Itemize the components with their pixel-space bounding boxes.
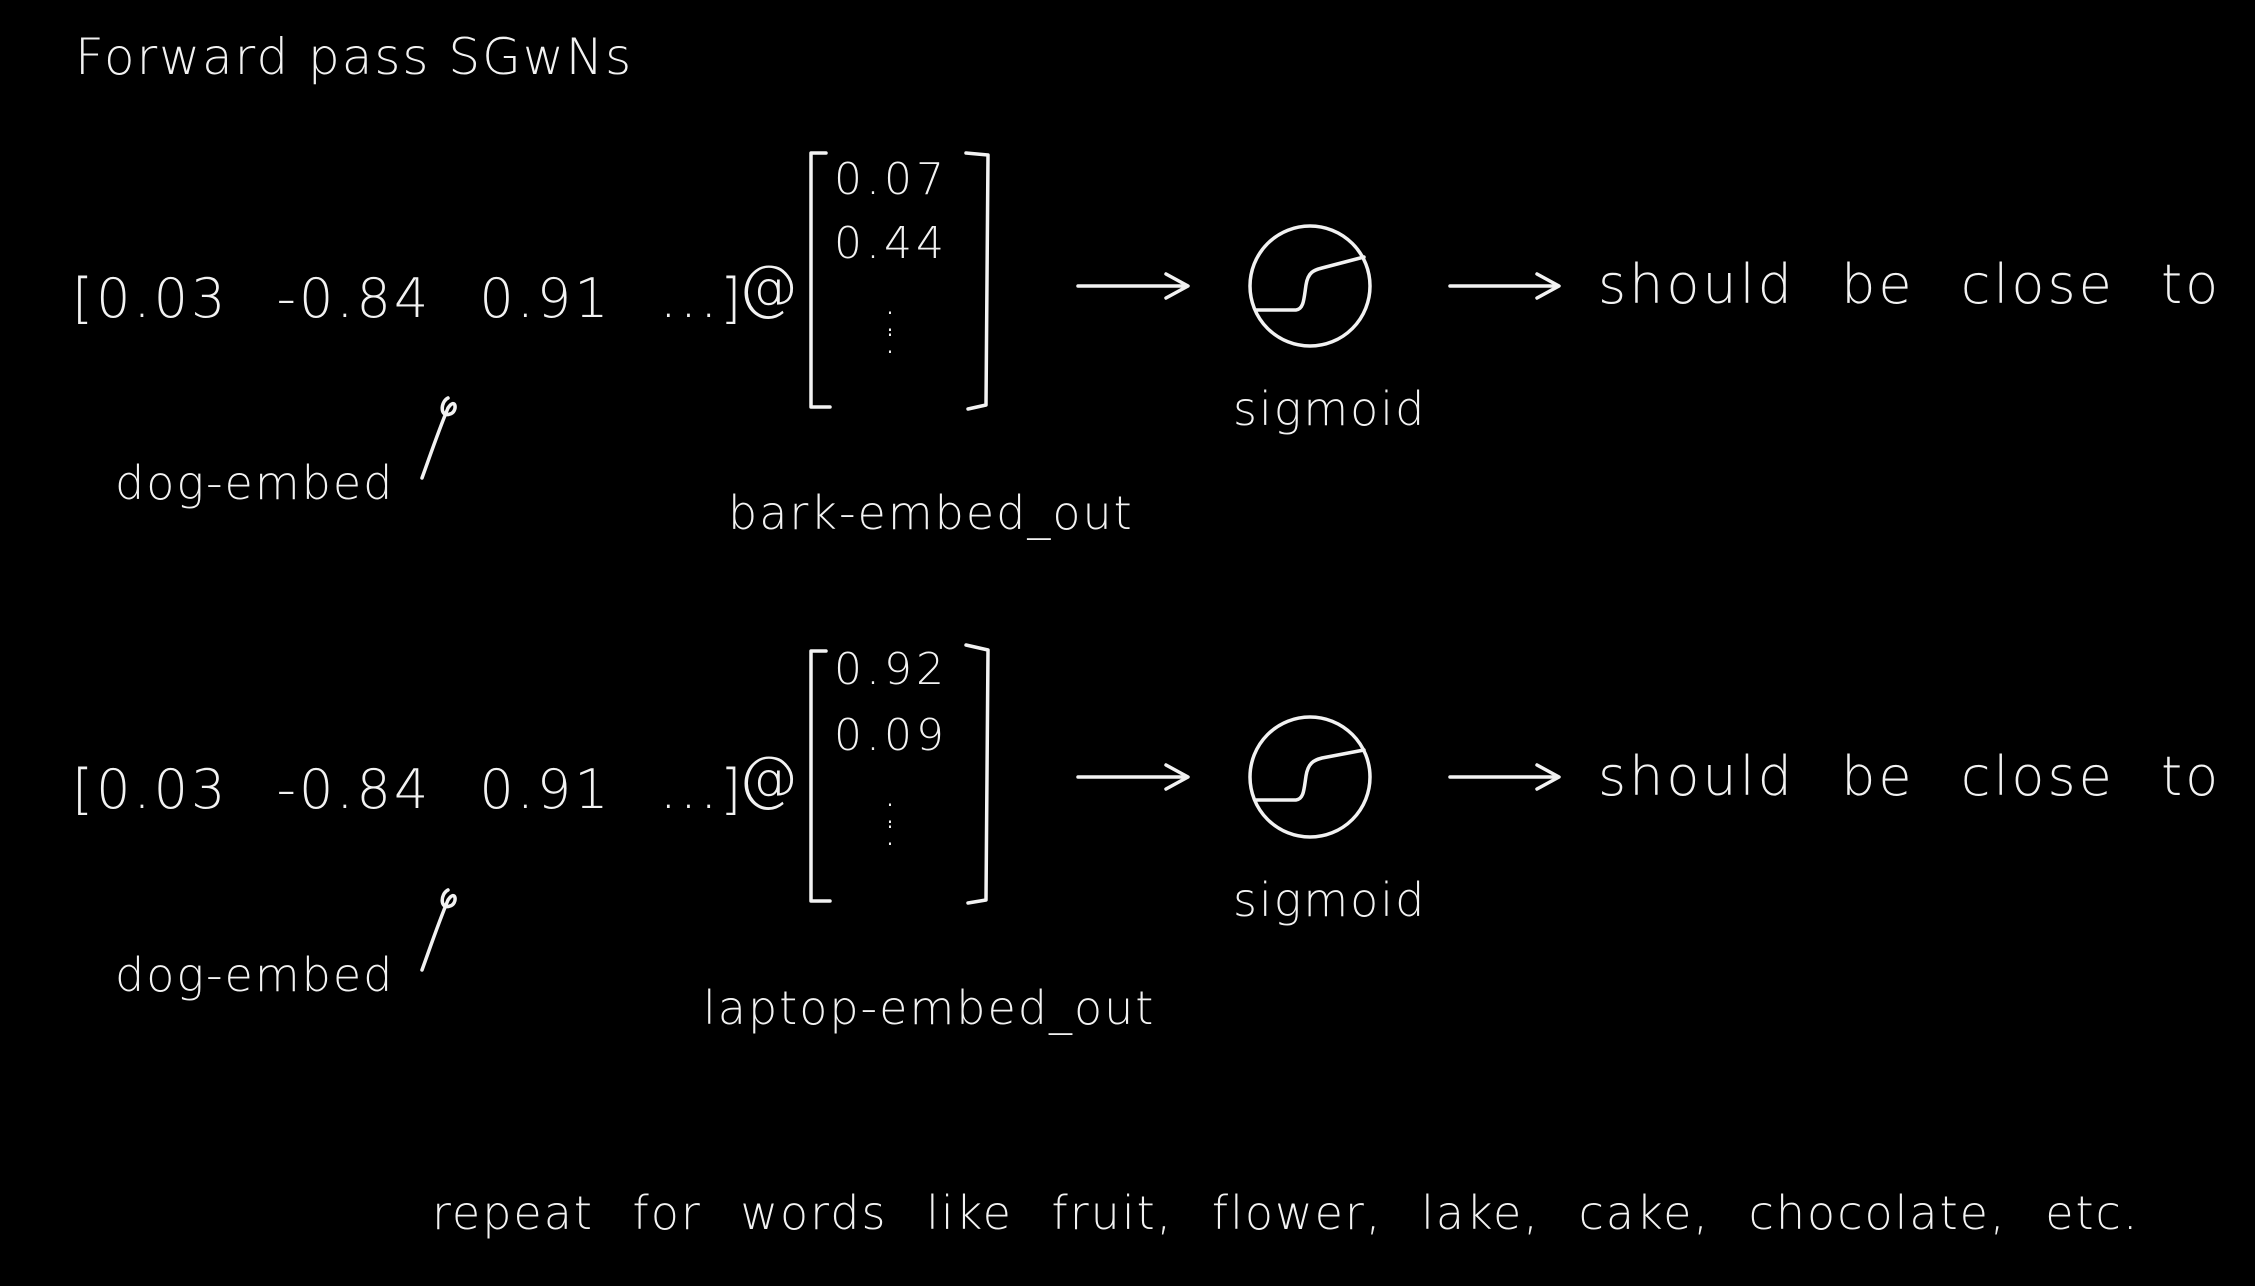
matrix-1-left-bracket xyxy=(809,151,832,409)
arrow-to-sigmoid-2 xyxy=(1076,763,1190,791)
matmul-operator-2: @ xyxy=(738,744,798,814)
matrix-2-left-bracket xyxy=(809,649,832,903)
arrow-to-result-2 xyxy=(1448,763,1561,791)
matrix-2-right-bracket xyxy=(964,643,990,905)
pointer-squiggle-2 xyxy=(420,888,457,972)
footer-note: repeat for words like fruit, flower, lak… xyxy=(432,1186,2140,1240)
sigmoid-icon-1 xyxy=(1248,224,1372,348)
arrow-to-result-1 xyxy=(1448,272,1561,300)
sigmoid-icon-2 xyxy=(1248,715,1372,839)
input-label-2: dog-embed xyxy=(115,948,395,1002)
matrix-1-value-1: 0.07 xyxy=(834,154,948,205)
matrix-2-value-1: 0.92 xyxy=(834,644,948,695)
matrix-1-value-2: 0.44 xyxy=(834,218,948,269)
diagram-title: Forward pass SGwNs xyxy=(75,28,634,86)
activation-label-1: sigmoid xyxy=(1233,382,1427,436)
result-text-1: should be close to 1 xyxy=(1598,253,2255,316)
matmul-operator-1: @ xyxy=(738,253,798,323)
input-label-1: dog-embed xyxy=(115,456,395,510)
activation-label-2: sigmoid xyxy=(1233,873,1427,927)
result-text-2: should be close to 0 xyxy=(1598,745,2255,808)
input-vector-2: [0.03 -0.84 0.91 ...] xyxy=(72,758,745,821)
matrix-label-2: laptop-embed_out xyxy=(703,981,1156,1035)
matrix-1-right-bracket xyxy=(964,151,990,411)
arrow-to-sigmoid-1 xyxy=(1076,272,1190,300)
matrix-label-1: bark-embed_out xyxy=(728,486,1134,540)
input-vector-1: [0.03 -0.84 0.91 ...] xyxy=(72,267,745,330)
matrix-2-value-2: 0.09 xyxy=(834,710,948,761)
pointer-squiggle-1 xyxy=(420,396,457,480)
